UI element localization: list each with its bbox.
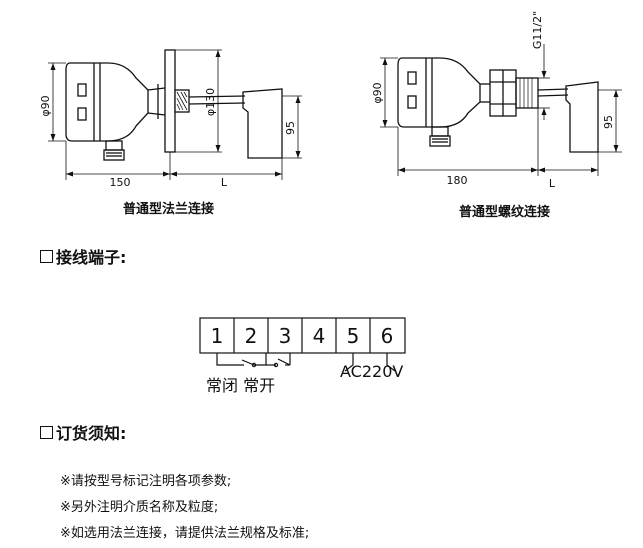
dim-l-label: L xyxy=(549,177,556,190)
thread-connection-drawing: G11/2" φ90 95 180 L xyxy=(371,11,622,190)
flange-connection-caption: 普通型法兰连接 xyxy=(123,202,215,217)
order-note-item: ※请按型号标记注明各项参数; xyxy=(60,474,232,489)
dim-150-label: 150 xyxy=(110,176,131,189)
dim-phi130-label: φ130 xyxy=(204,88,217,116)
terminal-number: 6 xyxy=(381,324,394,348)
terminal-number: 3 xyxy=(279,324,292,348)
dim-l-label: L xyxy=(221,176,228,189)
order-note-item: ※如选用法兰连接，请提供法兰规格及标准; xyxy=(60,526,310,541)
ac220v-label: AC220V xyxy=(340,362,403,381)
terminal-number: 1 xyxy=(211,324,224,348)
dim-phi90-label: φ90 xyxy=(39,95,52,116)
checkbox-icon xyxy=(40,249,53,263)
order-title-text: 订货须知: xyxy=(56,424,127,443)
dim-g-thread-label: G11/2" xyxy=(531,11,544,49)
order-section-title: 订货须知: xyxy=(40,420,126,444)
dim-95-label: 95 xyxy=(284,121,297,135)
terminal-section-title: 接线端子: xyxy=(40,244,126,268)
terminal-number: 2 xyxy=(245,324,258,348)
nc-no-label: 常闭 常开 xyxy=(206,376,275,395)
dim-phi90-label: φ90 xyxy=(371,82,384,103)
thread-connection-caption: 普通型螺纹连接 xyxy=(459,205,551,220)
checkbox-icon xyxy=(40,425,53,439)
order-note-item: ※另外注明介质名称及粒度; xyxy=(60,500,219,515)
terminal-number: 5 xyxy=(347,324,360,348)
terminal-block-diagram: 1 2 3 4 5 6 常闭 常开 AC220V xyxy=(199,317,406,395)
flange-connection-drawing: φ90 φ130 95 150 L xyxy=(39,49,302,189)
dim-180-label: 180 xyxy=(447,174,468,187)
terminal-number: 4 xyxy=(313,324,326,348)
terminal-title-text: 接线端子: xyxy=(56,248,127,267)
dim-95-label: 95 xyxy=(602,115,615,129)
